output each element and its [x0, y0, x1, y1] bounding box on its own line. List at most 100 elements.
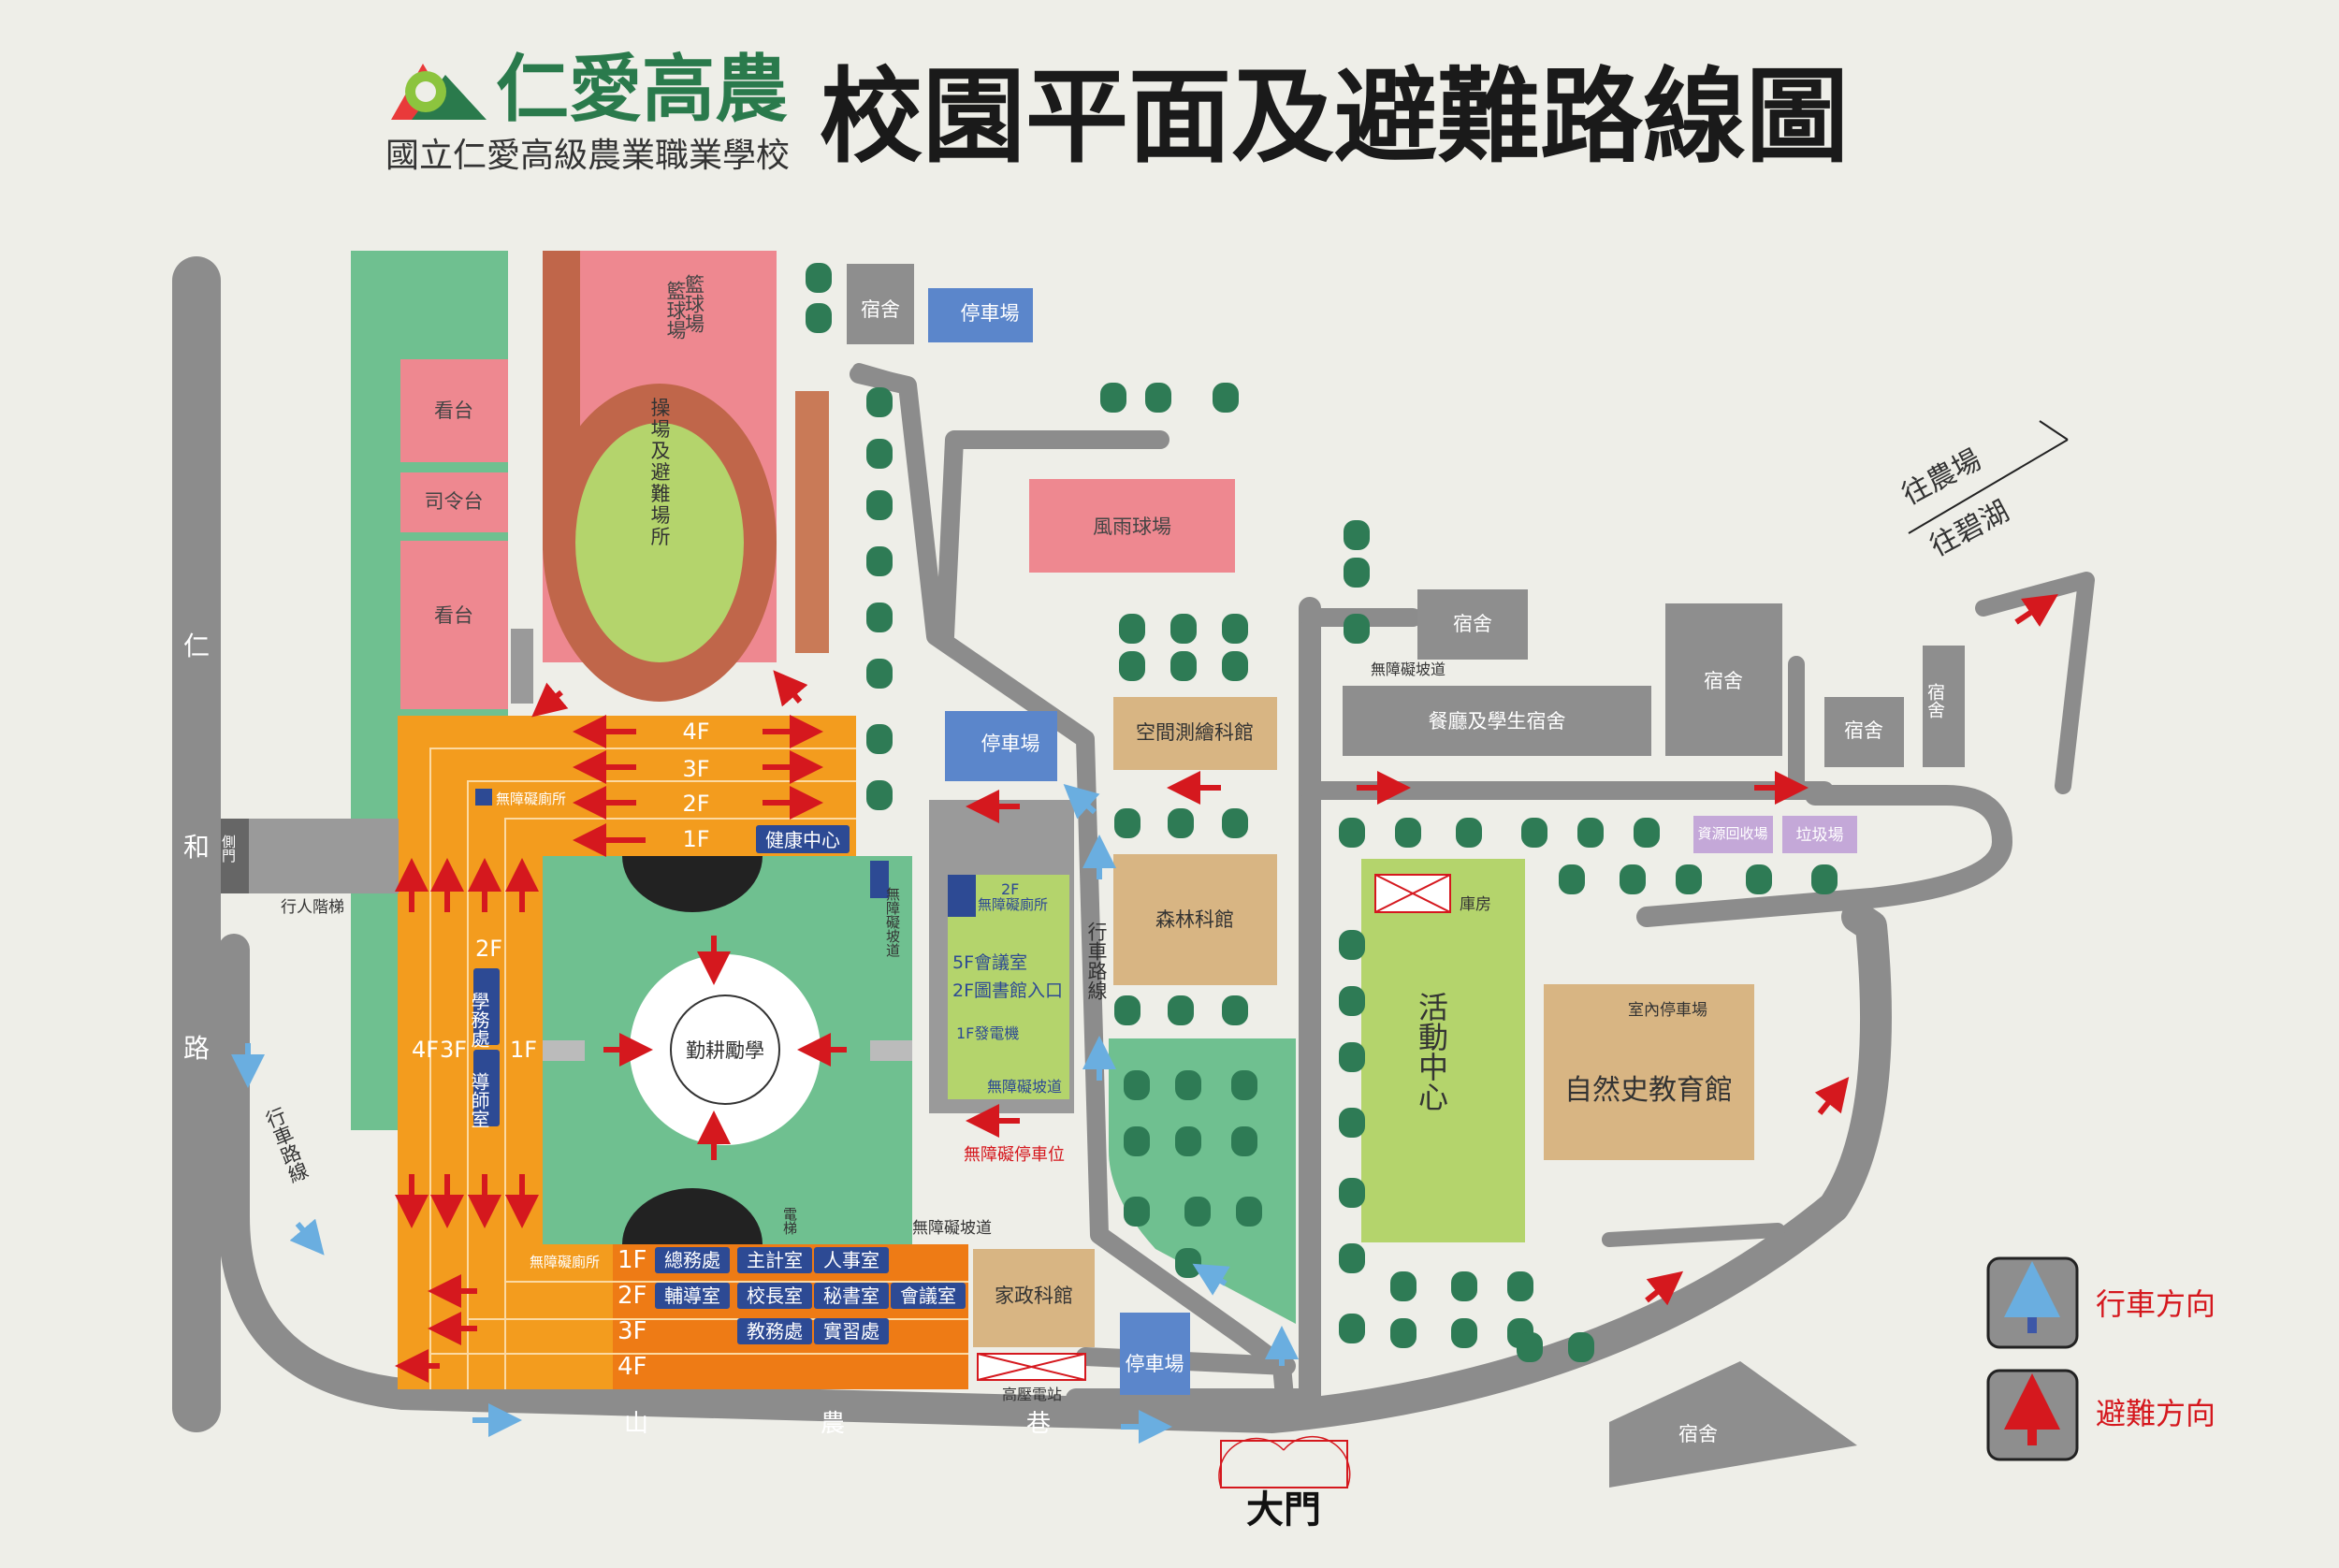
tree	[1395, 818, 1421, 848]
school-logo	[391, 64, 487, 120]
tree	[866, 603, 893, 632]
room-practice: 實習處	[823, 1320, 879, 1343]
room-general-affairs: 總務處	[664, 1249, 720, 1271]
room-secretary: 秘書室	[823, 1285, 879, 1307]
vehicle-lane-west: 行車路線	[261, 1105, 312, 1186]
parking-1-label: 停車場	[961, 302, 1020, 325]
elevator-b	[948, 875, 976, 917]
north-floor-labels: 4F 3F 2F 1F	[682, 719, 709, 852]
student-affairs-box	[473, 968, 500, 1045]
tree	[866, 490, 893, 520]
survey-hall	[1113, 697, 1277, 770]
tree	[1344, 520, 1370, 550]
tree	[1175, 1248, 1201, 1278]
tree	[1119, 651, 1145, 681]
dorm-4	[1824, 697, 1904, 767]
nature-hall	[1544, 984, 1754, 1160]
tree	[866, 387, 893, 417]
basketball-label-vertical: 籃球場	[664, 281, 687, 340]
tree	[1517, 1332, 1543, 1362]
evac-arrow	[1814, 1076, 1850, 1115]
tree	[1521, 818, 1547, 848]
room-personnel: 人事室	[823, 1249, 879, 1271]
tree	[1170, 651, 1197, 681]
tree	[1175, 1070, 1201, 1100]
parking-2-label: 停車場	[981, 733, 1040, 755]
tree	[1344, 614, 1370, 644]
tree	[866, 724, 893, 754]
shannong-1: 山	[624, 1410, 648, 1438]
shannong-2: 農	[821, 1410, 845, 1438]
tree	[1213, 383, 1239, 413]
floor-3f: 3F	[682, 756, 709, 782]
tree	[1114, 808, 1140, 838]
tree	[1634, 818, 1660, 848]
arrow-group	[231, 594, 2058, 1444]
renhe-road-1: 仁	[183, 631, 210, 661]
tree	[1339, 1314, 1365, 1343]
dorm-5-label: 宿舍	[1925, 683, 1945, 719]
accessible-toilet-label: 無障礙廁所	[496, 791, 566, 807]
tree	[1222, 995, 1248, 1025]
evac-arrow	[531, 682, 569, 718]
basketball-vertical-text: 籃球場	[664, 281, 687, 340]
south-4f: 4F	[617, 1353, 647, 1381]
tree	[1175, 1126, 1201, 1156]
dorm-3	[1665, 603, 1782, 756]
accessible-parking-label: 無障礙停車位	[964, 1145, 1065, 1165]
tree	[1339, 818, 1365, 848]
cafeteria-label: 餐廳及學生宿舍	[1429, 710, 1566, 733]
dorm-2-label: 宿舍	[1453, 613, 1492, 635]
south-floor-labels: 1F 2F 3F 4F	[617, 1246, 647, 1381]
health-center-box	[756, 825, 850, 853]
stairs-east	[795, 391, 829, 653]
playground-label: 操場及避難場所	[648, 398, 671, 548]
room-principal: 校長室	[747, 1285, 803, 1307]
parking-3	[1120, 1313, 1190, 1395]
side-gate-bridge	[221, 819, 399, 893]
room-accounting: 主計室	[747, 1249, 803, 1271]
west-1f: 1F	[510, 1037, 537, 1063]
tree	[1231, 1126, 1257, 1156]
b-generator: 1F發電機	[956, 1024, 1019, 1042]
tree	[1124, 1070, 1150, 1100]
b-library: 2F圖書館入口	[952, 980, 1063, 1001]
ramp-south: 無障礙坡道	[912, 1219, 992, 1238]
student-affairs-label: 學務處	[468, 992, 490, 1048]
dorm-5	[1923, 646, 1965, 767]
nature-hall-label: 自然史教育館	[1564, 1074, 1733, 1107]
counselor-label: 導師室	[468, 1072, 490, 1128]
room-academic: 教務處	[747, 1320, 803, 1343]
ramp-east-label: 無障礙坡道	[1371, 661, 1446, 678]
courtyard-motto: 勤耕勵學	[686, 1039, 764, 1062]
forest-area	[1109, 1038, 1296, 1324]
tree	[1236, 1197, 1262, 1227]
south-1f: 1F	[617, 1246, 647, 1274]
west-4f: 4F	[412, 1037, 439, 1063]
motto-circle-inner	[670, 995, 780, 1105]
legend-vehicle-label: 行車方向	[2096, 1286, 2216, 1322]
south-2f: 2F	[617, 1282, 647, 1310]
tree	[1119, 614, 1145, 644]
tree-group	[806, 263, 1838, 1362]
direction-farm: 往農場	[1896, 443, 1986, 512]
building-b-labels: 2F 無障礙廁所 5F會議室 2F圖書館入口 1F發電機 無障礙坡道	[952, 880, 1063, 1096]
tree	[1676, 864, 1702, 894]
tree	[1339, 1243, 1365, 1273]
tree	[806, 303, 832, 333]
tree	[1344, 558, 1370, 588]
school-name-full: 國立仁愛高級農業職業學校	[385, 137, 790, 175]
activity-center	[1361, 859, 1525, 1242]
counselor-box	[473, 1050, 500, 1126]
tree	[1339, 1108, 1365, 1138]
renhe-road-3: 路	[183, 1033, 210, 1064]
forest-hall	[1113, 854, 1277, 985]
dorm-2	[1417, 589, 1528, 660]
elevator-north	[870, 861, 889, 898]
podium-label: 司令台	[425, 490, 484, 513]
tree	[1811, 864, 1838, 894]
parking-3-label: 停車場	[1126, 1353, 1184, 1375]
renhe-road-2: 和	[183, 832, 210, 863]
cafeteria	[1343, 686, 1651, 756]
tree	[1577, 818, 1604, 848]
